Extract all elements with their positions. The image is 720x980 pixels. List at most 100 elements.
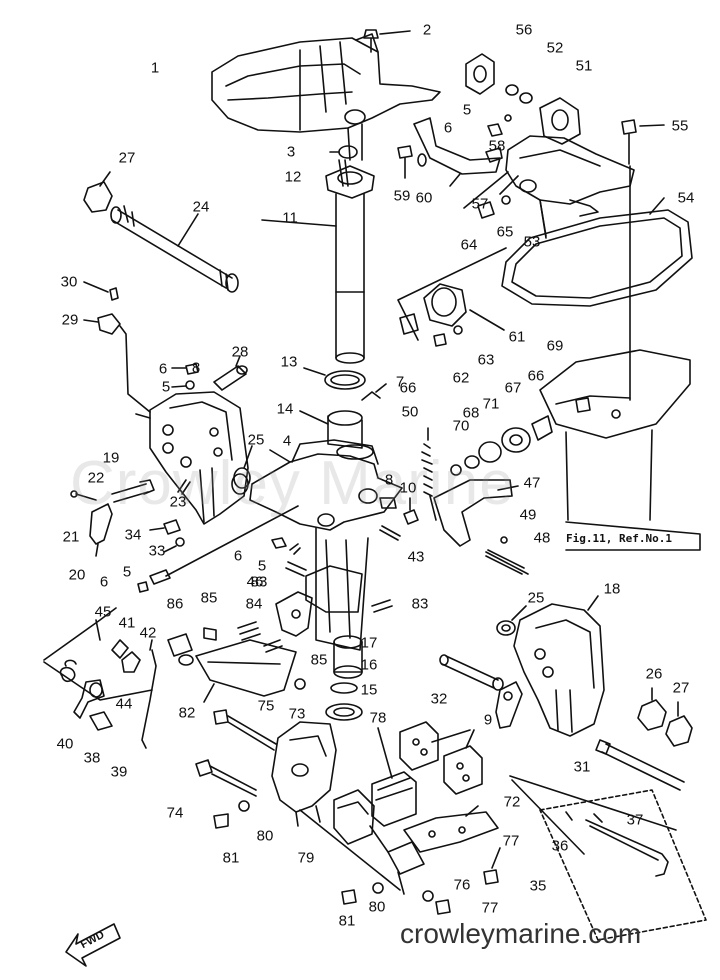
part-40-spring: [61, 660, 76, 681]
part-label: 48: [533, 529, 551, 547]
part-58-clip: [486, 148, 502, 162]
part-65-washer: [502, 196, 510, 204]
part-label: 8: [191, 359, 201, 377]
part-label: 27: [118, 149, 136, 167]
part-label: 74: [166, 804, 184, 822]
part-label: 85: [200, 589, 218, 607]
part-56-bracket: [466, 54, 494, 94]
part-label: 19: [102, 449, 120, 467]
part-label: 57: [471, 195, 489, 213]
leader-lower: [300, 810, 400, 890]
part-label: 83: [250, 573, 268, 591]
part-72-plate: [404, 806, 498, 852]
part-label: 2: [422, 21, 432, 39]
part-label: 44: [115, 695, 133, 713]
part-61-friction-piece: [424, 284, 504, 330]
part-label: 77: [481, 899, 499, 917]
part-49-pin: [486, 537, 524, 574]
part-71-disc: [479, 442, 501, 462]
part-label: 6: [443, 119, 453, 137]
leader-line-a: [166, 506, 298, 576]
bracket-group-outline: [44, 608, 152, 660]
part-label: 69: [546, 337, 564, 355]
part-label: 59: [393, 187, 411, 205]
part-label: 64: [460, 236, 478, 254]
leader-78: [378, 728, 392, 778]
part-label: 22: [87, 469, 105, 487]
part-label: 50: [401, 403, 419, 421]
part-label: 24: [192, 198, 210, 216]
part-32-pin: [440, 655, 503, 690]
part-label: 5: [122, 563, 132, 581]
part-46-plate: [276, 592, 312, 636]
part-label: 42: [139, 624, 157, 642]
leader-29-to-19: [120, 326, 150, 412]
part-6-bolt: [172, 364, 198, 374]
part-label: 20: [68, 566, 86, 584]
part-label: 5: [257, 557, 267, 575]
part-fig11-plate: [540, 350, 690, 438]
part-label: 85: [310, 651, 328, 669]
part-73-lower-bracket: [272, 722, 336, 826]
part-label: 56: [515, 21, 533, 39]
website-label: crowleymarine.com: [400, 918, 642, 949]
part-label: 80: [368, 898, 386, 916]
part-label: 82: [178, 704, 196, 722]
part-label: 40: [56, 735, 74, 753]
part-label: 8: [384, 471, 394, 489]
part-label: 9: [483, 711, 493, 729]
part-44-rod: [142, 650, 156, 748]
part-50-spring: [422, 428, 436, 520]
part-label: 21: [62, 528, 80, 546]
part-5-washer-b: [290, 544, 300, 554]
part-label: 43: [407, 548, 425, 566]
part-39-pad: [90, 712, 112, 730]
part-label: 18: [603, 580, 621, 598]
part-81-bolt-b: [342, 890, 356, 904]
part-2-bolt: [364, 30, 410, 52]
part-22-bolt: [112, 480, 154, 502]
part-15-seal: [326, 704, 362, 720]
part-label: 60: [415, 189, 433, 207]
leader-31: [510, 776, 676, 854]
part-47-tilt-support: [434, 480, 518, 546]
part-label: 5: [462, 101, 472, 119]
part-76-washer: [423, 891, 433, 901]
part-label: 46: [246, 573, 264, 591]
part-label: 13: [280, 353, 298, 371]
part-31-bolt: [596, 740, 684, 790]
part-label: 79: [297, 849, 315, 867]
part-79-pad: [334, 790, 374, 844]
part-label: 30: [60, 273, 78, 291]
leader-upper: [464, 172, 518, 208]
part-label: 49: [519, 506, 537, 524]
part-label: 15: [360, 681, 378, 699]
part-lever-near-18: [496, 682, 522, 728]
part-11-steering-shaft: [262, 166, 374, 363]
part-80-washer-b: [373, 883, 383, 893]
bracket-group-outline-b: [44, 662, 152, 700]
part-label: 33: [148, 542, 166, 560]
watermark: Crowley Marine: [70, 449, 515, 518]
part-label: 62: [452, 369, 470, 387]
part-48-rod: [486, 552, 528, 574]
leader-61-group: [398, 248, 506, 340]
part-6-nut-top: [488, 124, 502, 136]
part-label: 65: [496, 223, 514, 241]
part-33-washer: [164, 538, 184, 552]
part-69-bolt: [576, 398, 590, 412]
part-label: 51: [575, 57, 593, 75]
part-label: 16: [360, 656, 378, 674]
part-label: 83: [411, 595, 429, 613]
part-label: 75: [257, 697, 275, 715]
part-19-clamp-bracket: [136, 392, 248, 524]
part-6-nut-c: [138, 582, 148, 592]
part-10-bolt: [404, 498, 418, 524]
part-17-bushing: [334, 636, 362, 678]
part-label: 26: [645, 665, 663, 683]
part-52-collar: [506, 85, 532, 103]
part-label: 86: [166, 595, 184, 613]
part-5-washer-top: [505, 115, 511, 121]
part-label: 76: [453, 876, 471, 894]
part-label: 7: [395, 373, 405, 391]
